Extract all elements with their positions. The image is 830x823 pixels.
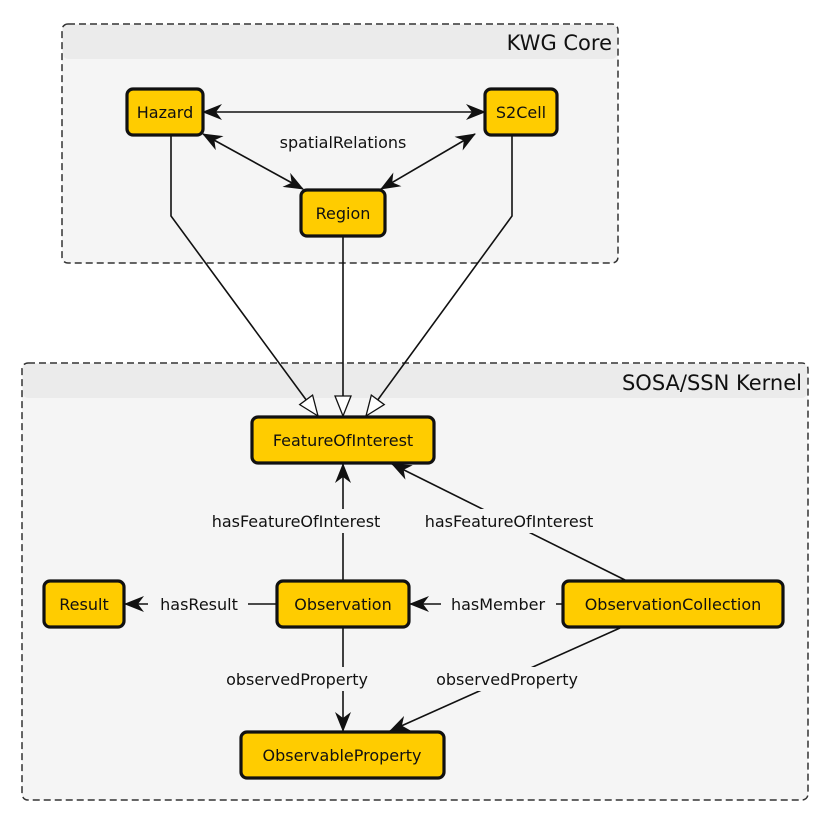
group-kwg-core-header xyxy=(63,25,617,59)
node-hazard-box[interactable] xyxy=(125,87,205,137)
node-observation-collection-box[interactable] xyxy=(561,579,785,629)
label-bg xyxy=(210,667,380,691)
node-region[interactable]: Region xyxy=(299,188,387,238)
node-observation[interactable]: Observation xyxy=(275,579,411,629)
edges-result-member: hasResult hasMember xyxy=(124,592,563,616)
edges-subclass xyxy=(170,135,513,416)
node-s2cell-box[interactable] xyxy=(483,87,559,137)
node-region-label: Region xyxy=(316,204,371,223)
node-observation-box[interactable] xyxy=(275,579,411,629)
label-bg xyxy=(441,592,556,616)
node-s2cell[interactable]: S2Cell xyxy=(483,87,559,137)
node-observation-collection[interactable]: ObservationCollection xyxy=(561,579,785,629)
group-kwg-core-box xyxy=(61,23,619,264)
edge-label-spatial-relations: spatialRelations xyxy=(280,133,407,152)
edge-s2cell-subclass-foi xyxy=(366,135,513,416)
label-bg xyxy=(411,509,607,533)
label-bg xyxy=(422,667,592,691)
label-bg xyxy=(148,592,248,616)
edge-s2cell-region xyxy=(380,133,476,190)
edges-observed-property: observedProperty observedProperty xyxy=(210,627,621,732)
group-kwg-core-title: KWG Core xyxy=(507,31,612,55)
edge-hazard-subclass-foi xyxy=(170,135,318,416)
node-result-box[interactable] xyxy=(42,579,126,629)
label-bg xyxy=(198,509,394,533)
node-observation-label: Observation xyxy=(294,595,391,614)
node-observable-property-label: ObservableProperty xyxy=(263,746,422,765)
edge-label-observed-property-observation: observedProperty xyxy=(226,670,368,689)
edge-hazard-region xyxy=(202,133,304,190)
edge-label-has-member: hasMember xyxy=(451,595,546,614)
node-result-label: Result xyxy=(59,595,108,614)
edge-label-has-result: hasResult xyxy=(160,595,238,614)
group-sosa-ssn-title: SOSA/SSN Kernel xyxy=(622,371,802,395)
edges-has-feature-of-interest: hasFeatureOfInterest hasFeatureOfInteres… xyxy=(198,463,626,581)
edges-spatial-relations: spatialRelations xyxy=(202,104,486,190)
node-s2cell-label: S2Cell xyxy=(496,103,546,122)
group-kwg-core: KWG Core xyxy=(61,23,619,264)
node-region-box[interactable] xyxy=(299,188,387,238)
edge-label-has-foi-observation: hasFeatureOfInterest xyxy=(212,512,381,531)
node-observable-property-box[interactable] xyxy=(239,730,446,780)
edge-label-has-foi-collection: hasFeatureOfInterest xyxy=(425,512,594,531)
node-hazard[interactable]: Hazard xyxy=(125,87,205,137)
node-feature-of-interest-label: FeatureOfInterest xyxy=(273,431,413,450)
node-feature-of-interest[interactable]: FeatureOfInterest xyxy=(250,415,436,465)
node-hazard-label: Hazard xyxy=(137,103,194,122)
node-observable-property[interactable]: ObservableProperty xyxy=(239,730,446,780)
node-feature-of-interest-box[interactable] xyxy=(250,415,436,465)
group-sosa-ssn-header xyxy=(23,364,807,398)
edge-label-observed-property-collection: observedProperty xyxy=(436,670,578,689)
node-result[interactable]: Result xyxy=(42,579,126,629)
node-observation-collection-label: ObservationCollection xyxy=(585,595,762,614)
